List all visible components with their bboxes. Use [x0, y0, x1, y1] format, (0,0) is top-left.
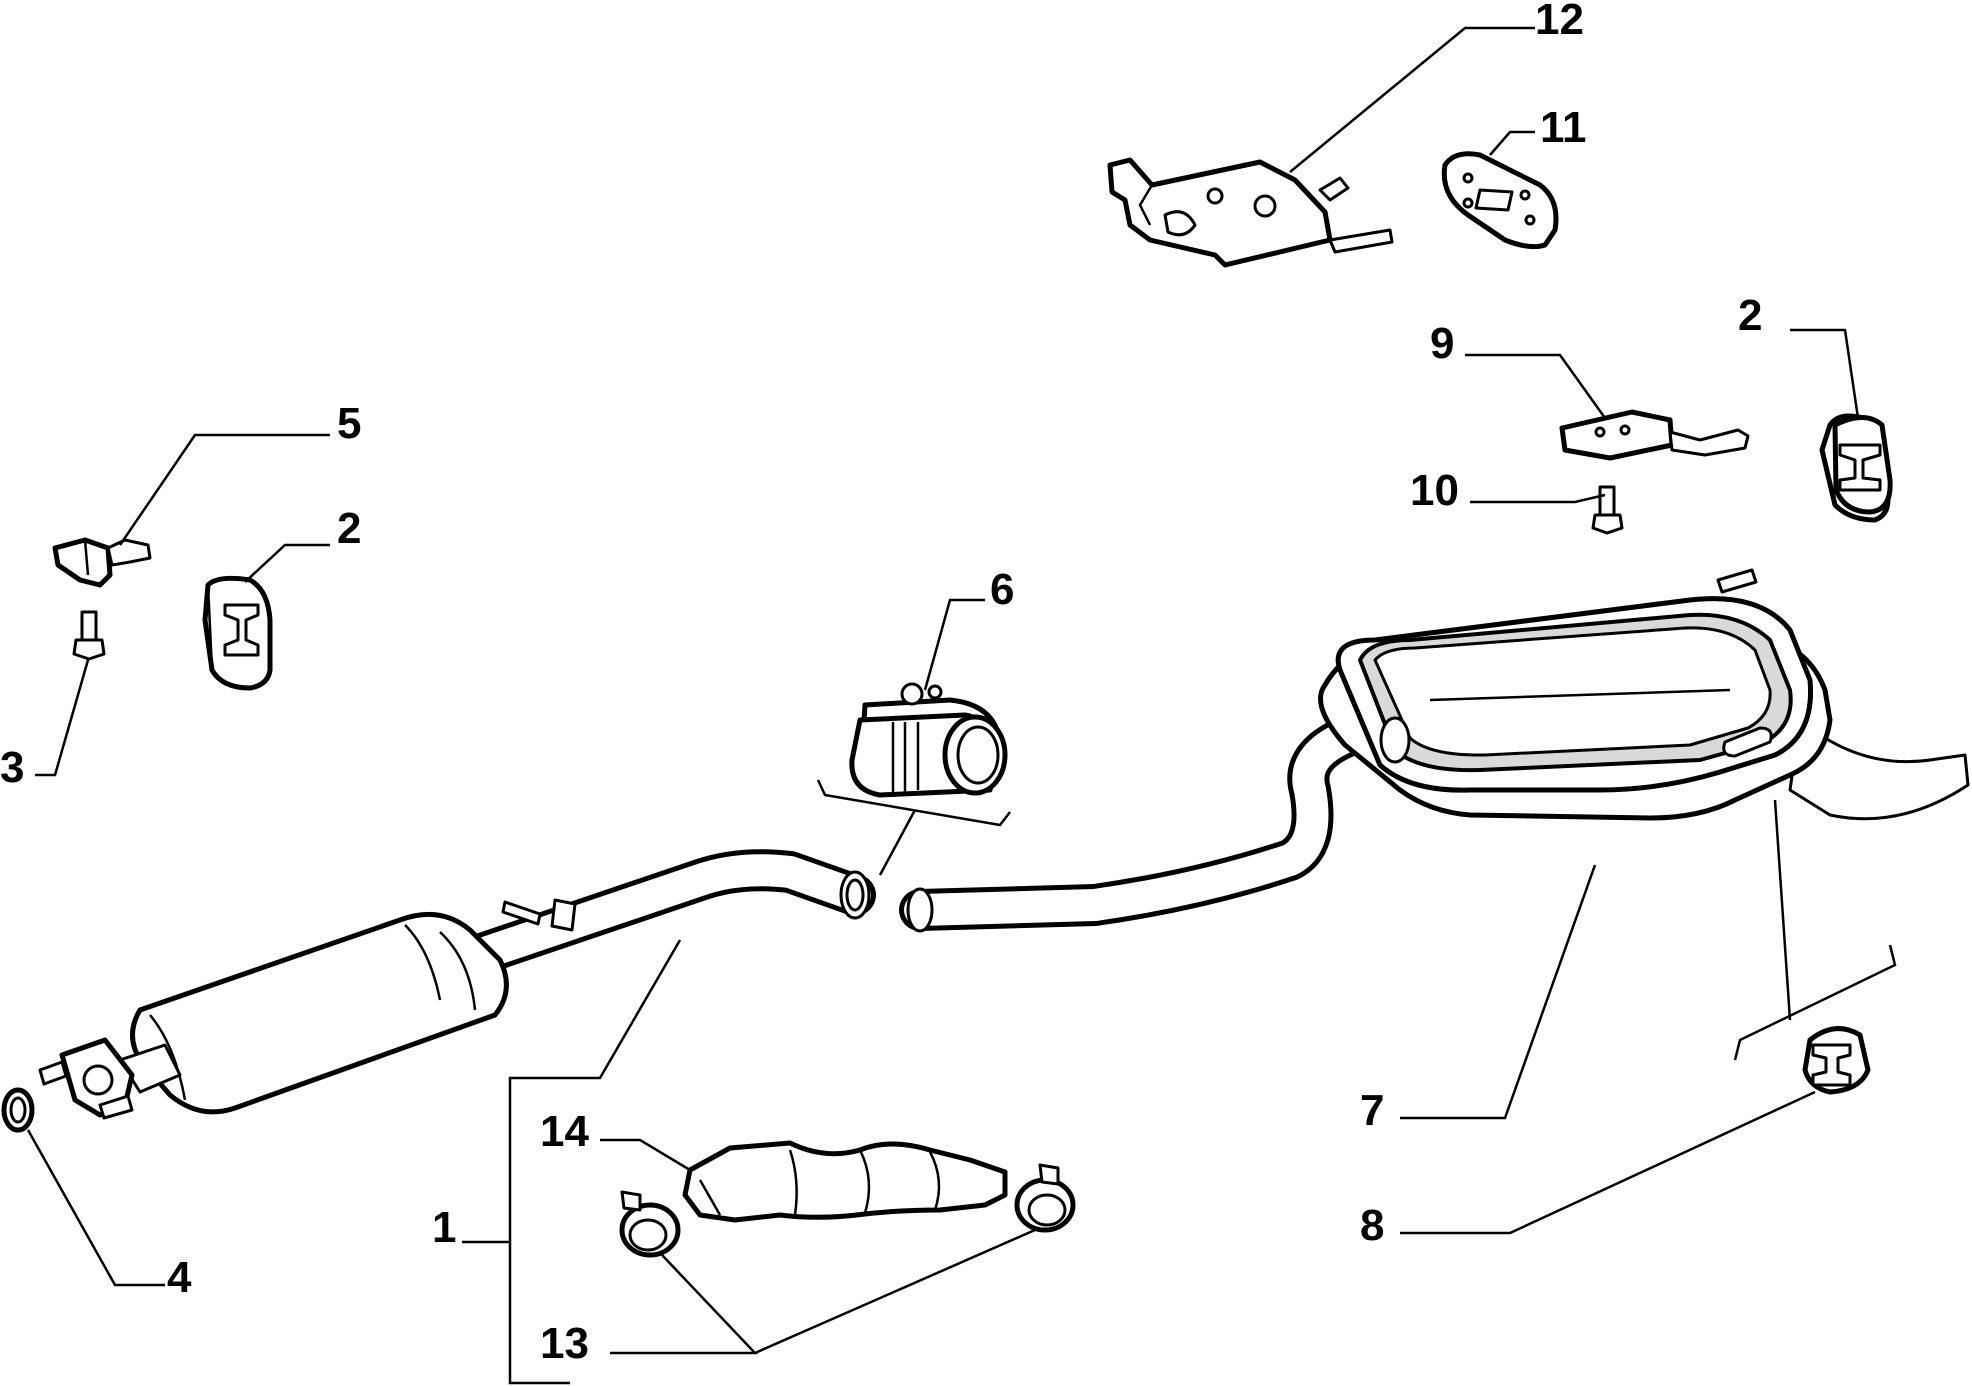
callout-8: 8 — [1360, 1201, 1384, 1250]
part-rear-silencer — [899, 568, 1970, 933]
callout-5: 5 — [337, 399, 361, 448]
callout-1: 1 — [432, 1203, 456, 1252]
callout-labels: 12 11 9 10 2 5 2 3 6 4 1 14 13 7 8 — [0, 0, 1762, 1368]
callout-3: 3 — [0, 743, 24, 792]
part-rubber-mount-11 — [1441, 151, 1559, 250]
callout-2-right: 2 — [1738, 291, 1762, 340]
part-hose-clamp-13-right — [1014, 1163, 1076, 1233]
callout-10: 10 — [1410, 466, 1459, 515]
part-rubber-mount-2-left — [202, 575, 273, 691]
callout-13: 13 — [540, 1319, 589, 1368]
part-hose-clamp-13-left — [619, 1190, 681, 1258]
leader-lines — [26, 26, 1860, 1385]
part-bolt-3 — [72, 610, 106, 661]
part-rubber-mount-2-right — [1819, 413, 1893, 523]
callout-12: 12 — [1535, 0, 1584, 44]
callout-2-left: 2 — [337, 504, 361, 553]
callout-9: 9 — [1430, 319, 1454, 368]
section-break-marker-left — [816, 779, 1011, 876]
callout-4: 4 — [167, 1253, 192, 1302]
part-bracket-12 — [1107, 157, 1394, 268]
callout-14: 14 — [540, 1107, 589, 1156]
part-clamp-sleeve — [849, 682, 1008, 798]
part-bracket-5 — [52, 537, 152, 588]
part-gasket-ring-4 — [1, 1087, 35, 1133]
part-bolt-10 — [1591, 485, 1624, 535]
part-rubber-mount-8 — [1802, 1026, 1871, 1095]
section-break-marker-right — [1733, 799, 1897, 1061]
part-front-pipe-silencer — [38, 849, 876, 1120]
callout-6: 6 — [990, 565, 1014, 614]
callout-11: 11 — [1540, 103, 1587, 152]
part-bracket-9 — [1559, 409, 1750, 461]
callout-7: 7 — [1360, 1086, 1384, 1135]
part-heat-shield-14 — [682, 1140, 1008, 1223]
